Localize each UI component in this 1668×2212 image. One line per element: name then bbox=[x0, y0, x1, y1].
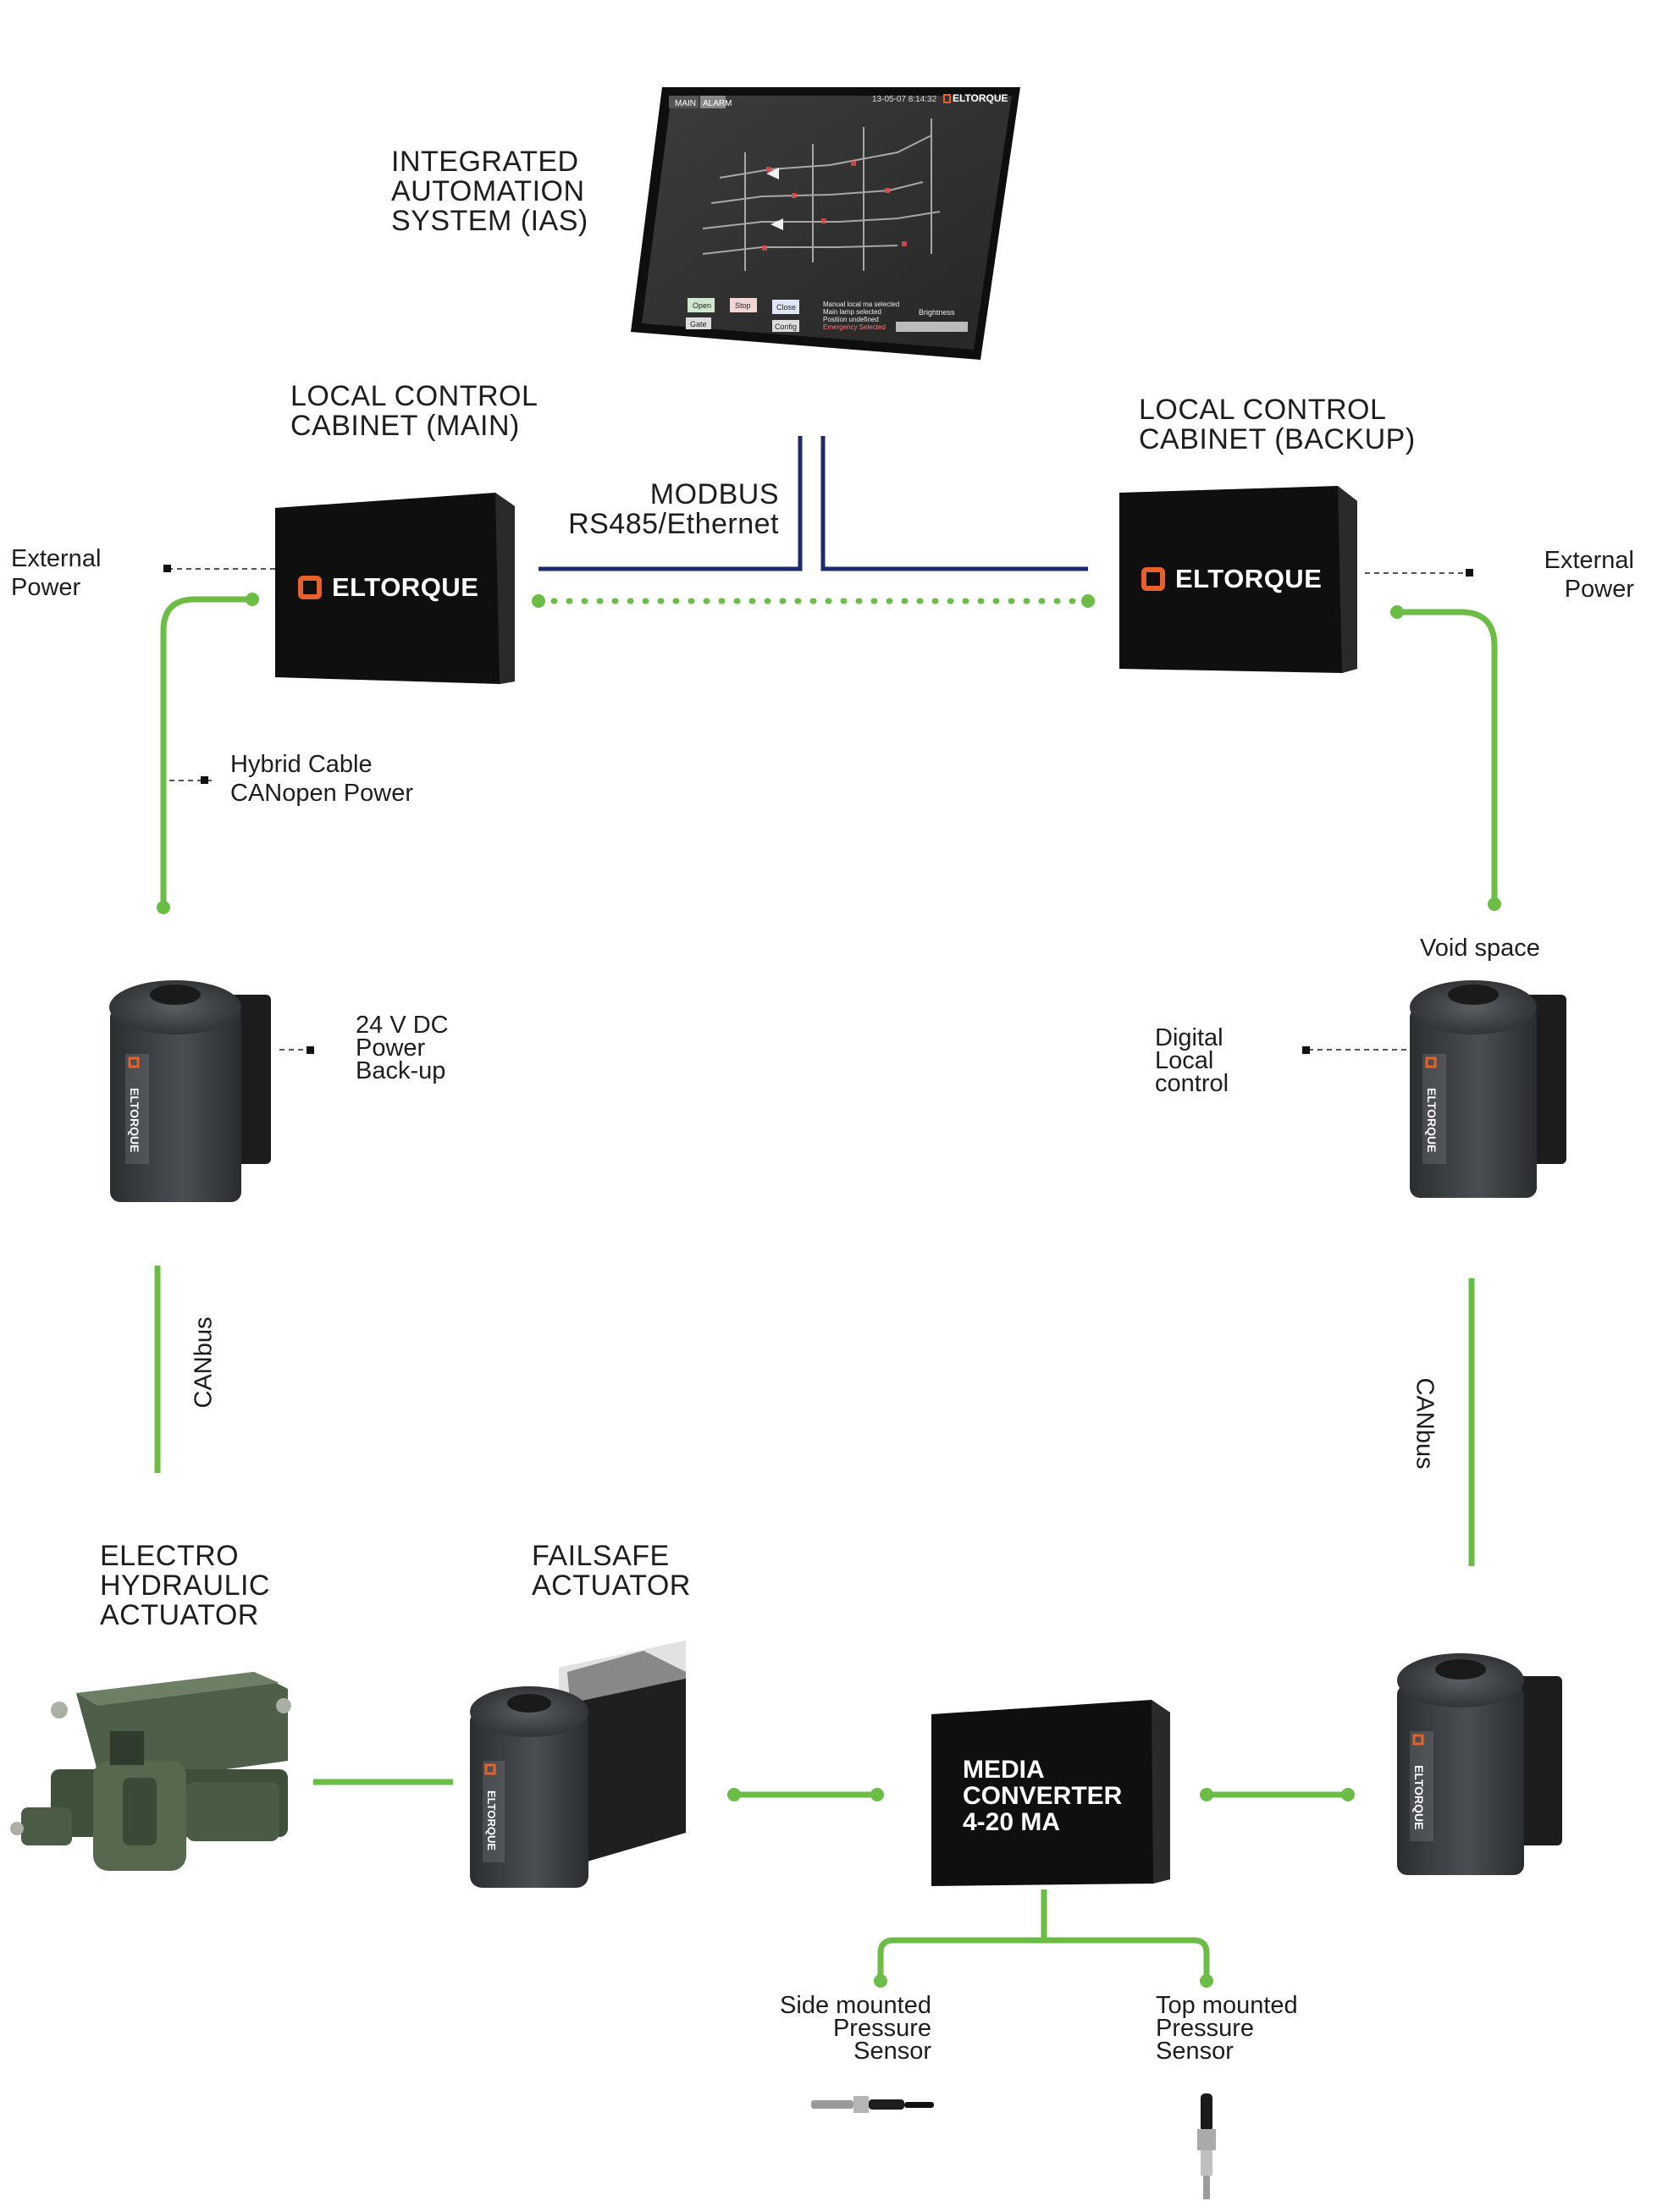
screen-config-button: Config bbox=[775, 323, 797, 331]
lcc-main-label: LOCAL CONTROL CABINET (MAIN) bbox=[290, 380, 539, 442]
screen-brand: ELTORQUE bbox=[953, 92, 1008, 104]
hybrid-cable-label: Hybrid Cable CANopen Power bbox=[230, 751, 413, 807]
actuator-left: ELTORQUE bbox=[109, 980, 271, 1202]
top-sensor-label: Top mounted Pressure Sensor bbox=[1156, 1992, 1298, 2065]
void-space-label: Void space bbox=[1420, 935, 1540, 962]
failsafe-label: FAILSAFE ACTUATOR bbox=[532, 1540, 691, 1602]
media-converter-label: MEDIA CONVERTER 4-20 MA bbox=[963, 1756, 1123, 1836]
side-sensor-label: Side mounted Pressure Sensor bbox=[780, 1992, 931, 2065]
actuator-bottom-right: ELTORQUE bbox=[1397, 1653, 1562, 1875]
svg-text:Manual local ma selected: Manual local ma selected bbox=[823, 301, 899, 308]
screen-open-button: Open bbox=[693, 301, 711, 310]
actuator-left-brand: ELTORQUE bbox=[128, 1088, 141, 1153]
actuator-right: ELTORQUE bbox=[1410, 980, 1566, 1198]
screen-tab-alarm: ALARM bbox=[703, 99, 732, 108]
sensor-branch bbox=[877, 1889, 1210, 1981]
main-cabinet-brand-text: ELTORQUE bbox=[332, 572, 479, 602]
screen-close-button: Close bbox=[776, 303, 796, 312]
eh-actuator-label: ELECTRO HYDRAULIC ACTUATOR bbox=[100, 1540, 270, 1631]
svg-text:Position undefined: Position undefined bbox=[823, 316, 879, 323]
svg-text:Emergency Selected: Emergency Selected bbox=[823, 323, 886, 331]
digital-local-label: Digital Local control bbox=[1155, 1024, 1229, 1097]
failsafe-actuator: ELTORQUE bbox=[470, 1640, 686, 1888]
dc-backup-label: 24 V DC Power Back-up bbox=[356, 1012, 449, 1084]
svg-text:Main lamp selected: Main lamp selected bbox=[823, 308, 881, 316]
backup-cabinet-brand-text: ELTORQUE bbox=[1175, 564, 1323, 593]
top-pressure-sensor bbox=[1197, 2093, 1216, 2199]
hybrid-cable-left bbox=[160, 596, 252, 907]
lcc-backup-label: LOCAL CONTROL CABINET (BACKUP) bbox=[1139, 394, 1416, 455]
modbus-label: MODBUS RS485/Ethernet bbox=[568, 478, 779, 540]
external-power-right-label: External Power bbox=[1544, 547, 1634, 603]
canbus-left-label: CANbus bbox=[190, 1316, 218, 1409]
screen-tab-main: MAIN bbox=[675, 99, 696, 108]
screen-brightness-label: Brightness bbox=[919, 308, 955, 317]
screen-datetime: 13-05-07 8:14:32 bbox=[872, 95, 937, 104]
canbus-right-label: CANbus bbox=[1411, 1377, 1439, 1470]
side-pressure-sensor bbox=[811, 2096, 934, 2113]
eltorque-logo-icon bbox=[298, 576, 322, 599]
cable-right bbox=[1397, 609, 1498, 904]
actuator-bottom-right-brand: ELTORQUE bbox=[1412, 1765, 1426, 1830]
actuator-right-brand: ELTORQUE bbox=[1425, 1088, 1439, 1153]
backup-cabinet-logo: ELTORQUE bbox=[1141, 564, 1322, 594]
electro-hydraulic-actuator bbox=[10, 1672, 291, 1871]
ias-label: INTEGRATED AUTOMATION SYSTEM (IAS) bbox=[391, 146, 588, 237]
screen-stop-button: Stop bbox=[735, 301, 751, 310]
leader-lines bbox=[168, 568, 1469, 1051]
failsafe-brand: ELTORQUE bbox=[485, 1790, 498, 1851]
eltorque-logo-icon bbox=[1141, 567, 1165, 591]
modbus-lines bbox=[539, 436, 1088, 571]
external-power-left-label: External Power bbox=[11, 545, 102, 601]
screen-gate-label: Gate bbox=[690, 320, 707, 328]
main-cabinet-logo: ELTORQUE bbox=[298, 572, 478, 603]
